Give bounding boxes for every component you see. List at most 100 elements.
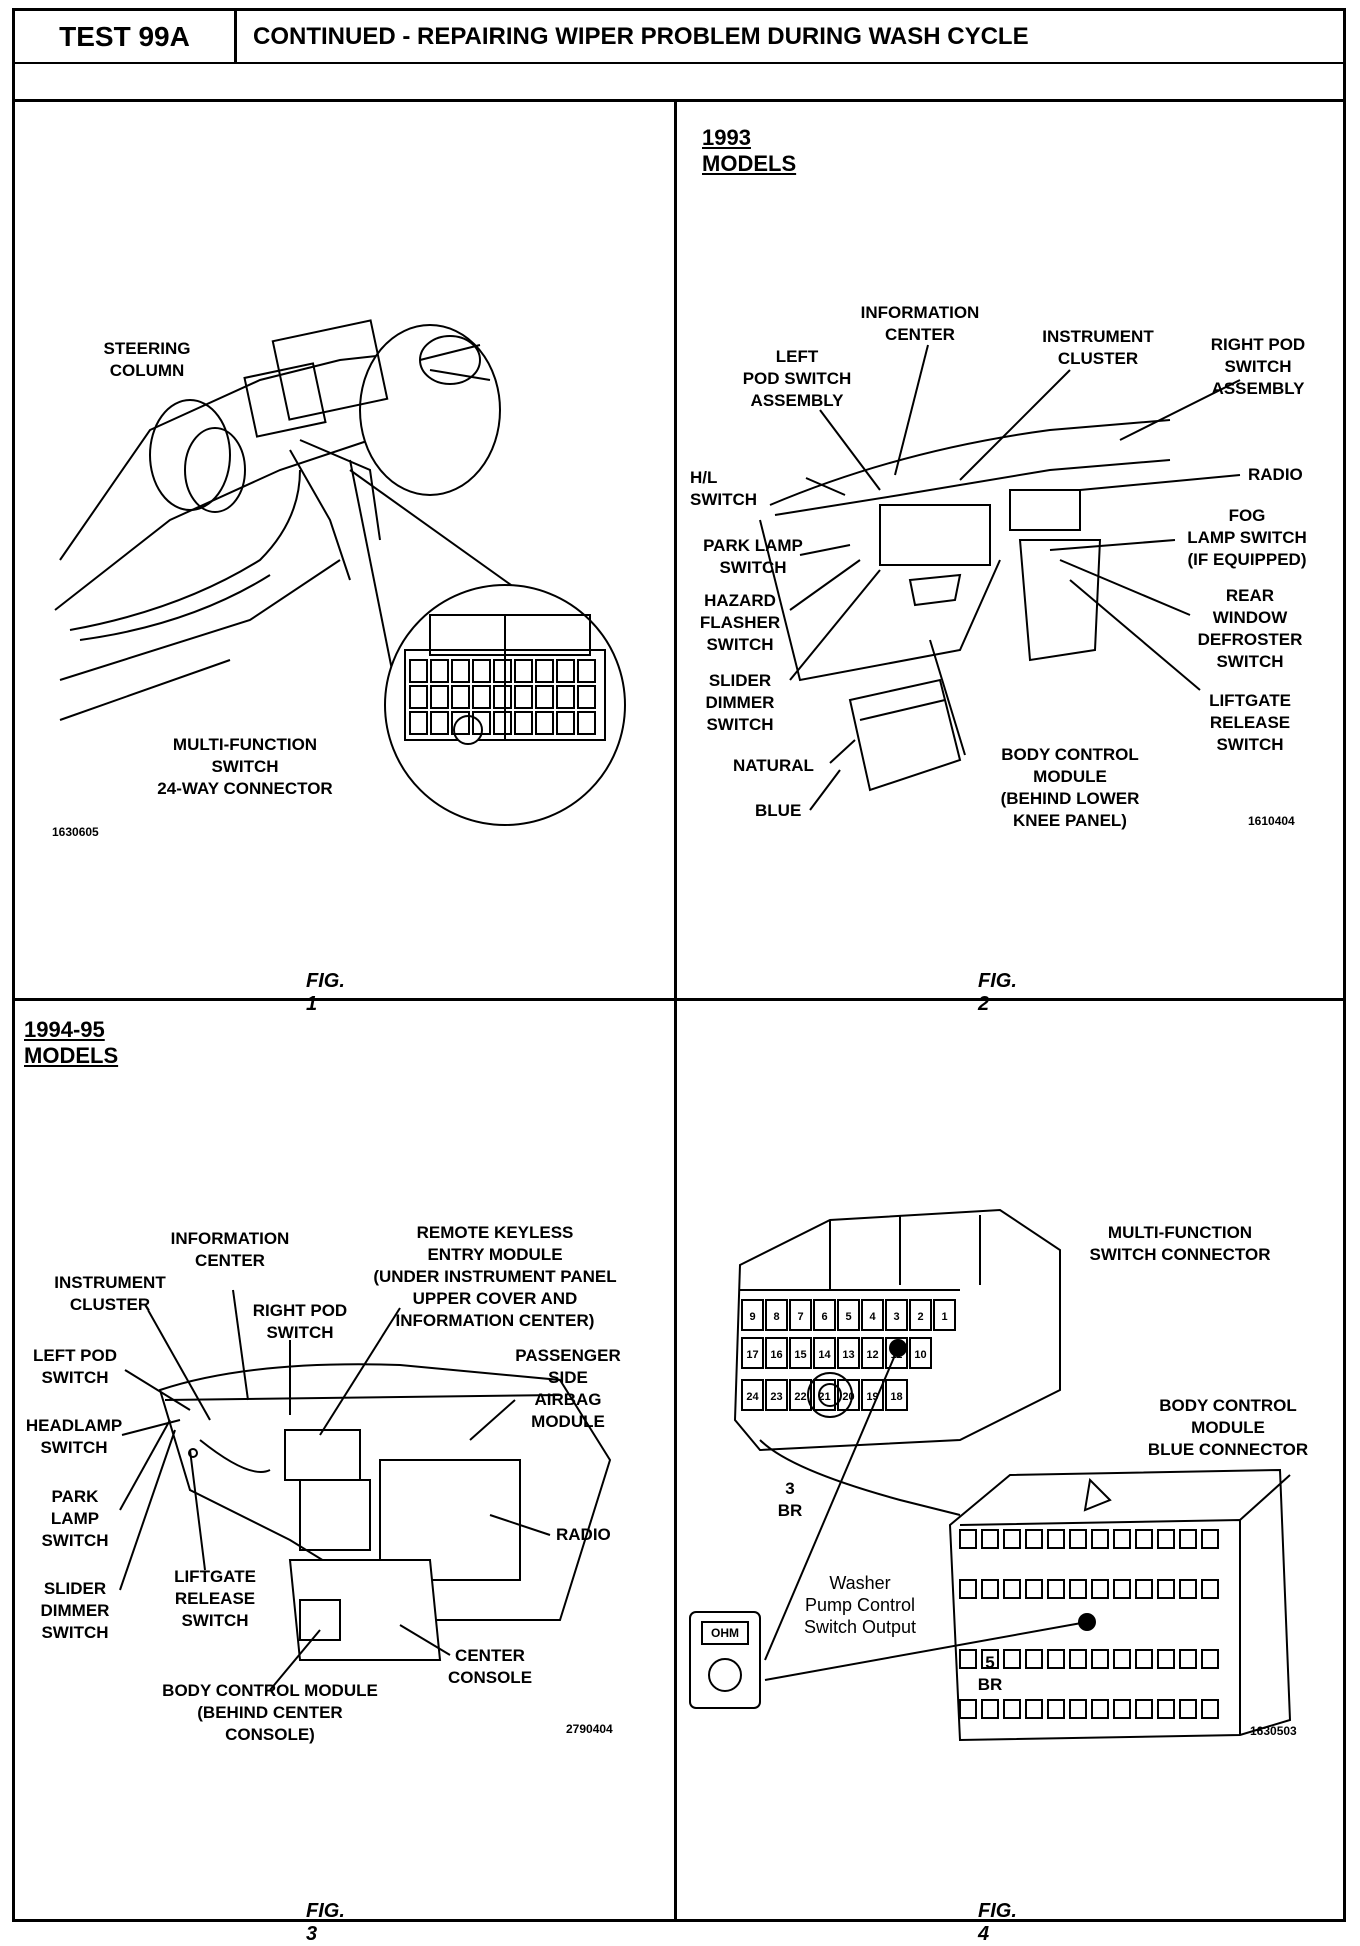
fig4-pin-cavity — [885, 1379, 908, 1411]
fig1-caption: FIG. 1 — [306, 970, 345, 1015]
fig3-label-headlamp: HEADLAMP SWITCH — [25, 1416, 123, 1457]
fig3-label-right-pod: RIGHT POD SWITCH — [252, 1301, 348, 1342]
fig4-pin-number: 22 — [794, 1391, 806, 1403]
fig3-label-slider: SLIDER DIMMER SWITCH — [40, 1579, 110, 1642]
fig1-pin-cavity — [472, 659, 491, 683]
fig1-pin-cavity — [409, 685, 428, 709]
test-label: TEST 99A — [15, 11, 237, 62]
fig4-pin-cavity — [885, 1299, 908, 1331]
fig4-pin-number: 10 — [914, 1349, 926, 1361]
fig4-pin-cavity — [765, 1299, 788, 1331]
fig1-pin-cavity — [493, 685, 512, 709]
fig1-label-multi-function: MULTI-FUNCTION SWITCH 24-WAY CONNECTOR — [157, 735, 333, 798]
fig3-label-left-pod: LEFT POD SWITCH — [32, 1346, 118, 1387]
fig4-bcm-cavity — [1069, 1699, 1087, 1719]
fig4-pin-cavity — [837, 1379, 860, 1411]
fig4-pin-number: 16 — [770, 1349, 782, 1361]
fig4-bcm-cavity — [1157, 1579, 1175, 1599]
fig4-pin-cavity — [741, 1337, 764, 1369]
fig3-label-center-console: CENTER CONSOLE — [447, 1646, 533, 1687]
fig4-label-pin3: 3 BR — [777, 1479, 803, 1520]
fig4-code: 1630503 — [1250, 1724, 1297, 1738]
fig4-bcm-cavity — [1025, 1579, 1043, 1599]
fig4-bcm-cavity — [1091, 1579, 1109, 1599]
fig4-pin-cavity — [909, 1337, 932, 1369]
fig4-bcm-cavity — [1179, 1579, 1197, 1599]
fig4-bcm-cavity — [981, 1699, 999, 1719]
fig4-pin-cavity — [813, 1337, 836, 1369]
fig4-bcm-cavity — [1113, 1699, 1131, 1719]
fig4-bcm-cavity — [1201, 1529, 1219, 1549]
fig1-code: 1630605 — [52, 825, 99, 839]
fig4-pin-number: 14 — [818, 1349, 831, 1361]
fig2-label-liftgate: LIFTGATE RELEASE SWITCH — [1209, 691, 1291, 754]
fig4-bcm-cavity — [1113, 1579, 1131, 1599]
fig4-pin-cavity — [813, 1379, 836, 1411]
fig4-bcm-cavity — [1135, 1649, 1153, 1669]
fig4-pin-cavity — [909, 1299, 932, 1331]
fig1-pin-cavity — [514, 659, 533, 683]
fig4-label-bcm-blue: BODY CONTROL MODULE BLUE CONNECTOR — [1147, 1396, 1309, 1459]
fig2-label-hazard: HAZARD FLASHER SWITCH — [699, 591, 781, 654]
fig4-pin-cavity — [789, 1379, 812, 1411]
fig2-caption: FIG. 2 — [978, 970, 1017, 1015]
fig4-bcm-cavity — [1003, 1579, 1021, 1599]
fig4-pin-number: 3 — [893, 1311, 899, 1323]
fig4-pin-cavity — [933, 1299, 956, 1331]
fig4-pin-number: 24 — [746, 1391, 759, 1403]
fig4-pin-cavity — [789, 1337, 812, 1369]
fig4-pin-number: 19 — [866, 1391, 878, 1403]
fig4-pin-cavity — [837, 1337, 860, 1369]
fig3-label-radio: RADIO — [556, 1525, 611, 1544]
fig4-pin-number: 17 — [746, 1349, 758, 1361]
fig4-bcm-cavity — [981, 1649, 999, 1669]
fig2-label-fog-lamp: FOG LAMP SWITCH (IF EQUIPPED) — [1187, 506, 1307, 569]
fig4-bcm-cavity — [959, 1529, 977, 1549]
fig1-pin-cavity — [577, 659, 596, 683]
fig4-bcm-cavity — [1003, 1529, 1021, 1549]
fig3-label-instrument-cluster: INSTRUMENT CLUSTER — [54, 1273, 166, 1314]
fig4-bcm-cavity — [1135, 1529, 1153, 1549]
fig1-pin-cavity — [514, 685, 533, 709]
fig3-caption: FIG. 3 — [306, 1900, 345, 1945]
fig4-pin-cavity — [813, 1299, 836, 1331]
fig1-pin-cavity — [535, 685, 554, 709]
fig4-pin-cavity — [789, 1299, 812, 1331]
fig4-label-mf-connector: MULTI-FUNCTION SWITCH CONNECTOR — [1089, 1223, 1271, 1264]
fig1-pin-cavity — [430, 685, 449, 709]
fig2-code: 1610404 — [1248, 814, 1295, 828]
fig4-pin-cavity — [741, 1379, 764, 1411]
fig1-pin-cavity — [535, 659, 554, 683]
fig1-pin-cavity — [493, 659, 512, 683]
fig3-label-information-center: INFORMATION CENTER — [170, 1229, 290, 1270]
fig2-label-park-lamp: PARK LAMP SWITCH — [703, 536, 803, 577]
fig4-bcm-cavity — [1069, 1529, 1087, 1549]
fig1-pin-cavity — [451, 659, 470, 683]
fig4-bcm-cavity — [1047, 1649, 1065, 1669]
fig4-pin-number: 8 — [773, 1311, 779, 1323]
fig2-label-radio: RADIO — [1248, 465, 1303, 484]
fig4-pin-number: 15 — [794, 1349, 806, 1361]
fig4-bcm-cavity — [1047, 1699, 1065, 1719]
fig4-bcm-cavity — [1003, 1699, 1021, 1719]
fig3-heading: 1994-95 MODELS — [24, 1017, 119, 1068]
page-title: CONTINUED - REPAIRING WIPER PROBLEM DURI… — [253, 23, 1029, 50]
fig4-pin-number: 4 — [869, 1311, 876, 1323]
fig1-pin-cavity — [556, 711, 575, 735]
fig2-label-information-center: INFORMATION CENTER — [860, 303, 980, 344]
fig2-label-natural: NATURAL — [733, 756, 814, 775]
fig4-bcm-cavity — [1201, 1579, 1219, 1599]
fig4-pin-cavity — [741, 1299, 764, 1331]
fig4-bcm-cavity — [1091, 1529, 1109, 1549]
fig4-bcm-cavity — [1201, 1699, 1219, 1719]
fig4-bcm-cavity — [1025, 1529, 1043, 1549]
fig4-pin-number: 7 — [797, 1311, 803, 1323]
fig4-bcm-cavity — [1003, 1649, 1021, 1669]
fig1-pin-cavity — [535, 711, 554, 735]
fig4-bcm-cavity — [1047, 1579, 1065, 1599]
fig4-bcm-cavity — [1157, 1529, 1175, 1549]
fig4-meter-label: OHM — [711, 1626, 739, 1640]
fig1-pin-cavity — [451, 711, 470, 735]
